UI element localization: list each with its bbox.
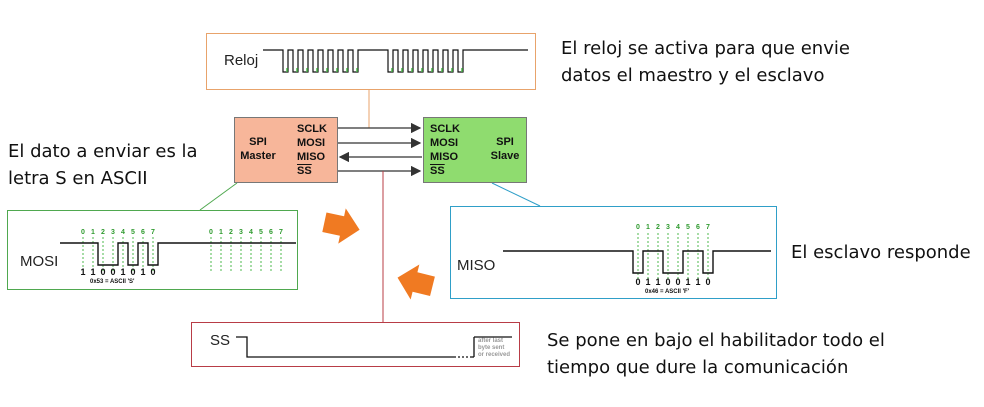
svg-text:4: 4 bbox=[249, 229, 253, 236]
slave-caption: El esclavo responde bbox=[791, 242, 971, 263]
svg-text:0: 0 bbox=[635, 277, 640, 287]
clock-caption-line-1: El reloj se activa para que envie bbox=[561, 38, 850, 59]
svg-text:4: 4 bbox=[121, 229, 125, 236]
svg-text:0: 0 bbox=[110, 267, 115, 277]
svg-text:7: 7 bbox=[706, 224, 710, 231]
svg-text:2: 2 bbox=[229, 229, 233, 236]
svg-text:0: 0 bbox=[675, 277, 680, 287]
svg-text:1: 1 bbox=[91, 229, 95, 236]
data-caption-line-1: El dato a enviar es la bbox=[8, 141, 198, 162]
svg-text:0: 0 bbox=[130, 267, 135, 277]
slave-pin-mosi: MOSI bbox=[430, 137, 459, 149]
svg-text:5: 5 bbox=[131, 229, 135, 236]
ss-note: after last byte sent or received bbox=[478, 338, 510, 359]
miso-link-line bbox=[491, 182, 541, 207]
svg-text:0: 0 bbox=[705, 277, 710, 287]
svg-text:1: 1 bbox=[646, 224, 650, 231]
master-pin-sclk: SCLK bbox=[297, 123, 327, 135]
ss-note-line-2: byte sent bbox=[478, 345, 505, 351]
slave-pins: SCLK MOSI MISO SS bbox=[430, 122, 460, 178]
master-title: SPI Master bbox=[239, 135, 277, 163]
ss-caption-line-1: Se pone en bajo el habilitador todo el bbox=[547, 330, 885, 351]
ss-waveform bbox=[236, 336, 512, 358]
svg-text:2: 2 bbox=[101, 229, 105, 236]
master-pins: SCLK MOSI MISO SS bbox=[297, 122, 327, 178]
svg-text:3: 3 bbox=[111, 229, 115, 236]
data-caption: El dato a enviar es la letra S en ASCII bbox=[8, 138, 198, 192]
svg-text:4: 4 bbox=[676, 224, 680, 231]
slave-title: SPI Slave bbox=[486, 135, 524, 163]
spi-master-chip: SPI Master SCLK MOSI MISO SS bbox=[234, 117, 338, 183]
svg-text:1: 1 bbox=[685, 277, 690, 287]
svg-text:1: 1 bbox=[655, 277, 660, 287]
spi-slave-chip: SCLK MOSI MISO SS SPI Slave bbox=[423, 117, 527, 183]
svg-text:3: 3 bbox=[239, 229, 243, 236]
svg-text:6: 6 bbox=[269, 229, 273, 236]
svg-text:0x53 = ASCII 'S': 0x53 = ASCII 'S' bbox=[90, 279, 135, 285]
svg-text:1: 1 bbox=[645, 277, 650, 287]
svg-text:7: 7 bbox=[151, 229, 155, 236]
master-title-spi: SPI bbox=[249, 136, 267, 148]
svg-text:1: 1 bbox=[140, 267, 145, 277]
clock-panel: Reloj bbox=[206, 33, 536, 90]
master-pin-miso: MISO bbox=[297, 151, 326, 163]
left-orange-arrow bbox=[397, 264, 435, 300]
svg-text:1: 1 bbox=[695, 277, 700, 287]
svg-text:2: 2 bbox=[656, 224, 660, 231]
ss-panel: SS after last byte sent or received bbox=[191, 322, 520, 367]
svg-text:7: 7 bbox=[279, 229, 283, 236]
slave-pin-ss: SS bbox=[430, 165, 445, 177]
svg-text:5: 5 bbox=[686, 224, 690, 231]
svg-text:0: 0 bbox=[150, 267, 155, 277]
svg-text:0: 0 bbox=[81, 229, 85, 236]
svg-text:0: 0 bbox=[209, 229, 213, 236]
ss-label: SS bbox=[210, 332, 231, 349]
slave-pin-miso: MISO bbox=[430, 151, 459, 163]
svg-text:6: 6 bbox=[696, 224, 700, 231]
ss-note-line-3: or received bbox=[478, 352, 511, 358]
data-caption-line-2: letra S en ASCII bbox=[8, 168, 148, 189]
clock-caption-line-2: datos el maestro y el esclavo bbox=[561, 65, 825, 86]
master-title-master: Master bbox=[240, 150, 276, 162]
svg-text:6: 6 bbox=[141, 229, 145, 236]
svg-text:1: 1 bbox=[80, 267, 85, 277]
ss-caption-line-2: tiempo que dure la comunicación bbox=[547, 357, 849, 378]
ss-note-line-1: after last bbox=[478, 338, 504, 344]
right-orange-arrow bbox=[322, 208, 360, 244]
slave-title-spi: SPI bbox=[496, 136, 514, 148]
svg-text:0: 0 bbox=[665, 277, 670, 287]
svg-text:3: 3 bbox=[666, 224, 670, 231]
svg-text:0x46 = ASCII 'F': 0x46 = ASCII 'F' bbox=[645, 289, 690, 295]
master-pin-ss: SS bbox=[297, 165, 312, 177]
svg-text:1: 1 bbox=[120, 267, 125, 277]
svg-text:1: 1 bbox=[90, 267, 95, 277]
slave-pin-sclk: SCLK bbox=[430, 123, 460, 135]
master-pin-mosi: MOSI bbox=[297, 137, 326, 149]
clock-waveform bbox=[263, 49, 528, 73]
svg-text:1: 1 bbox=[219, 229, 223, 236]
svg-text:0: 0 bbox=[100, 267, 105, 277]
miso-label: MISO bbox=[457, 257, 496, 274]
clock-label: Reloj bbox=[224, 52, 259, 69]
mosi-link-line bbox=[199, 182, 238, 211]
mosi-label: MOSI bbox=[20, 253, 59, 270]
svg-text:5: 5 bbox=[259, 229, 263, 236]
ss-caption: Se pone en bajo el habilitador todo el t… bbox=[547, 327, 885, 381]
svg-text:0: 0 bbox=[636, 224, 640, 231]
clock-caption: El reloj se activa para que envie datos … bbox=[561, 35, 850, 89]
slave-title-slave: Slave bbox=[490, 150, 520, 162]
